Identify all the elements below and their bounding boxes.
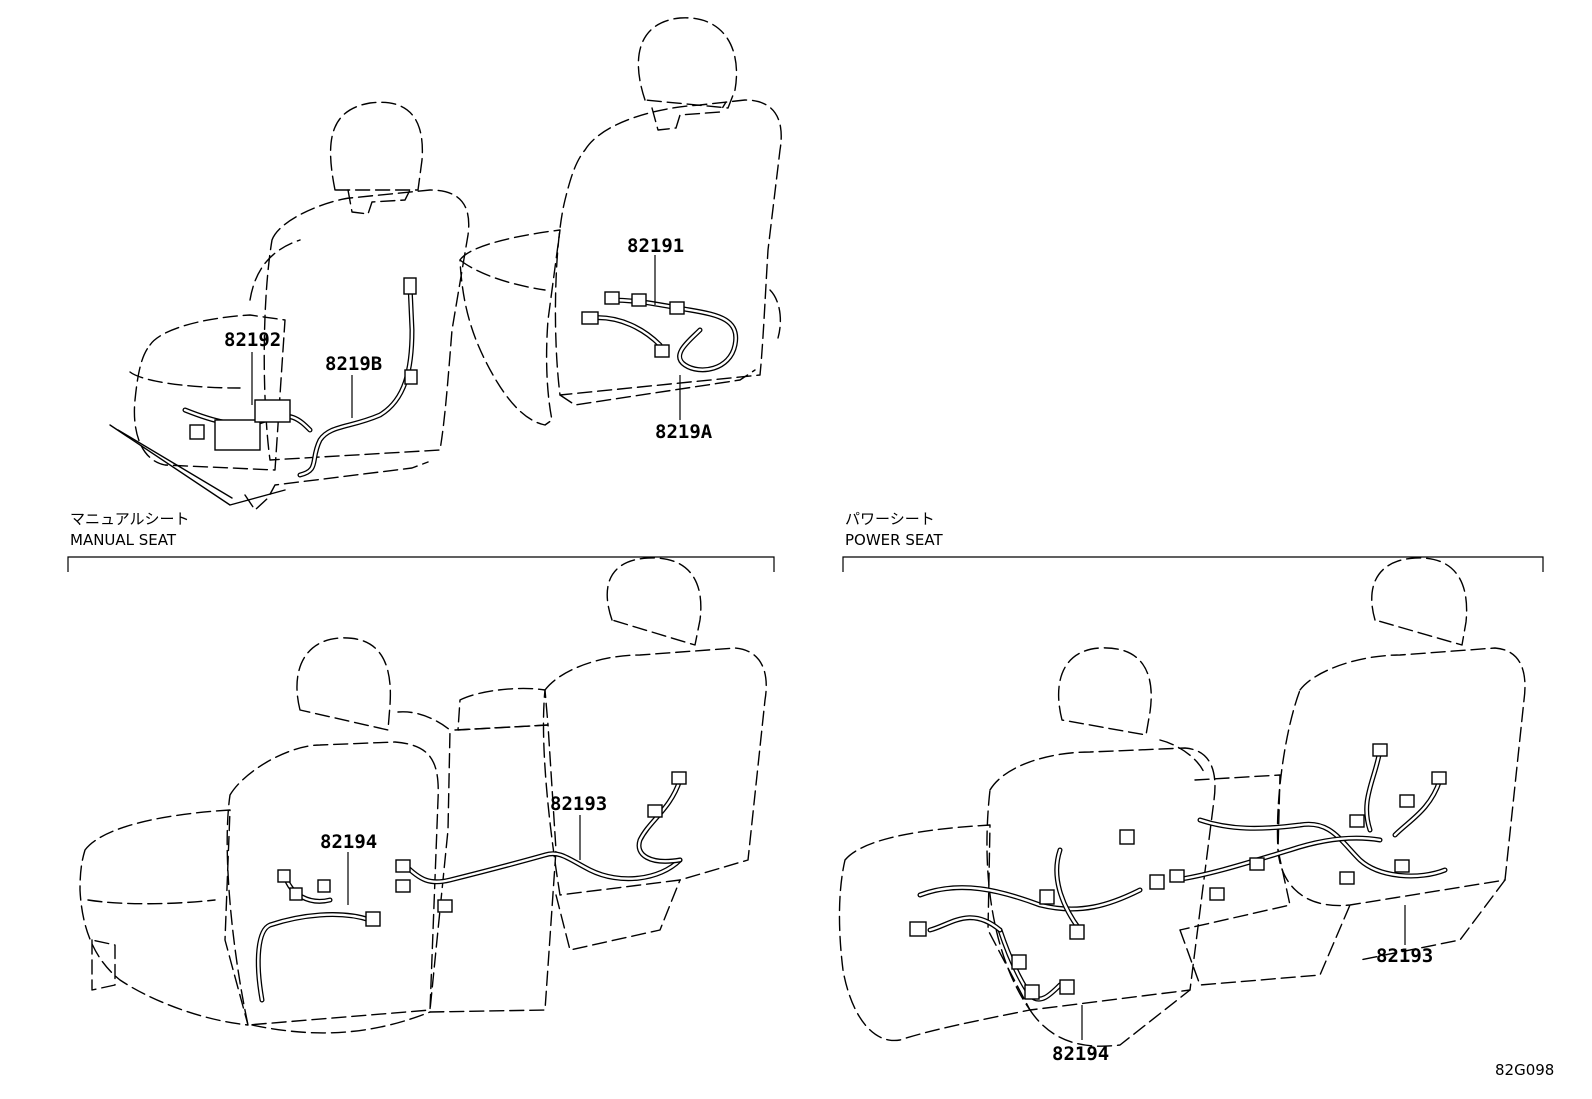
- callout-82191: 82191: [627, 235, 684, 257]
- harness-82194-power: [909, 829, 1165, 1002]
- callout-82194-power: 82194: [1052, 1043, 1109, 1065]
- power-seat-label-jp: パワーシート: [845, 510, 935, 528]
- manual-seat-label-en: MANUAL SEAT: [70, 531, 177, 549]
- harness-8219B: [297, 277, 418, 478]
- harness-82193-power: [1169, 743, 1448, 901]
- power-bench-seat-illustration: [838, 557, 1526, 1047]
- callout-8219A: 8219A: [655, 421, 713, 443]
- power-seat-bracket: [842, 556, 1544, 572]
- harness-82192: [182, 399, 313, 451]
- front-seat-left-illustration: [109, 101, 470, 511]
- callout-82193-manual: 82193: [550, 793, 607, 815]
- harness-82194-manual: [255, 869, 381, 1003]
- callout-82194-manual: 82194: [320, 831, 377, 853]
- callout-82192: 82192: [224, 329, 281, 351]
- callout-82193-power: 82193: [1376, 945, 1433, 967]
- figure-code: 82G098: [1495, 1061, 1554, 1079]
- manual-seat-bracket: [67, 556, 775, 572]
- leader-lines: [251, 255, 1406, 1040]
- manual-bench-seat-illustration: [79, 557, 767, 1034]
- callout-8219B: 8219B: [325, 353, 382, 375]
- front-seat-right-illustration: [459, 17, 782, 426]
- manual-seat-label-jp: マニュアルシート: [70, 510, 190, 528]
- power-seat-label-en: POWER SEAT: [845, 531, 943, 549]
- harness-82193-manual: [395, 771, 687, 913]
- harness-8219A: [581, 291, 739, 373]
